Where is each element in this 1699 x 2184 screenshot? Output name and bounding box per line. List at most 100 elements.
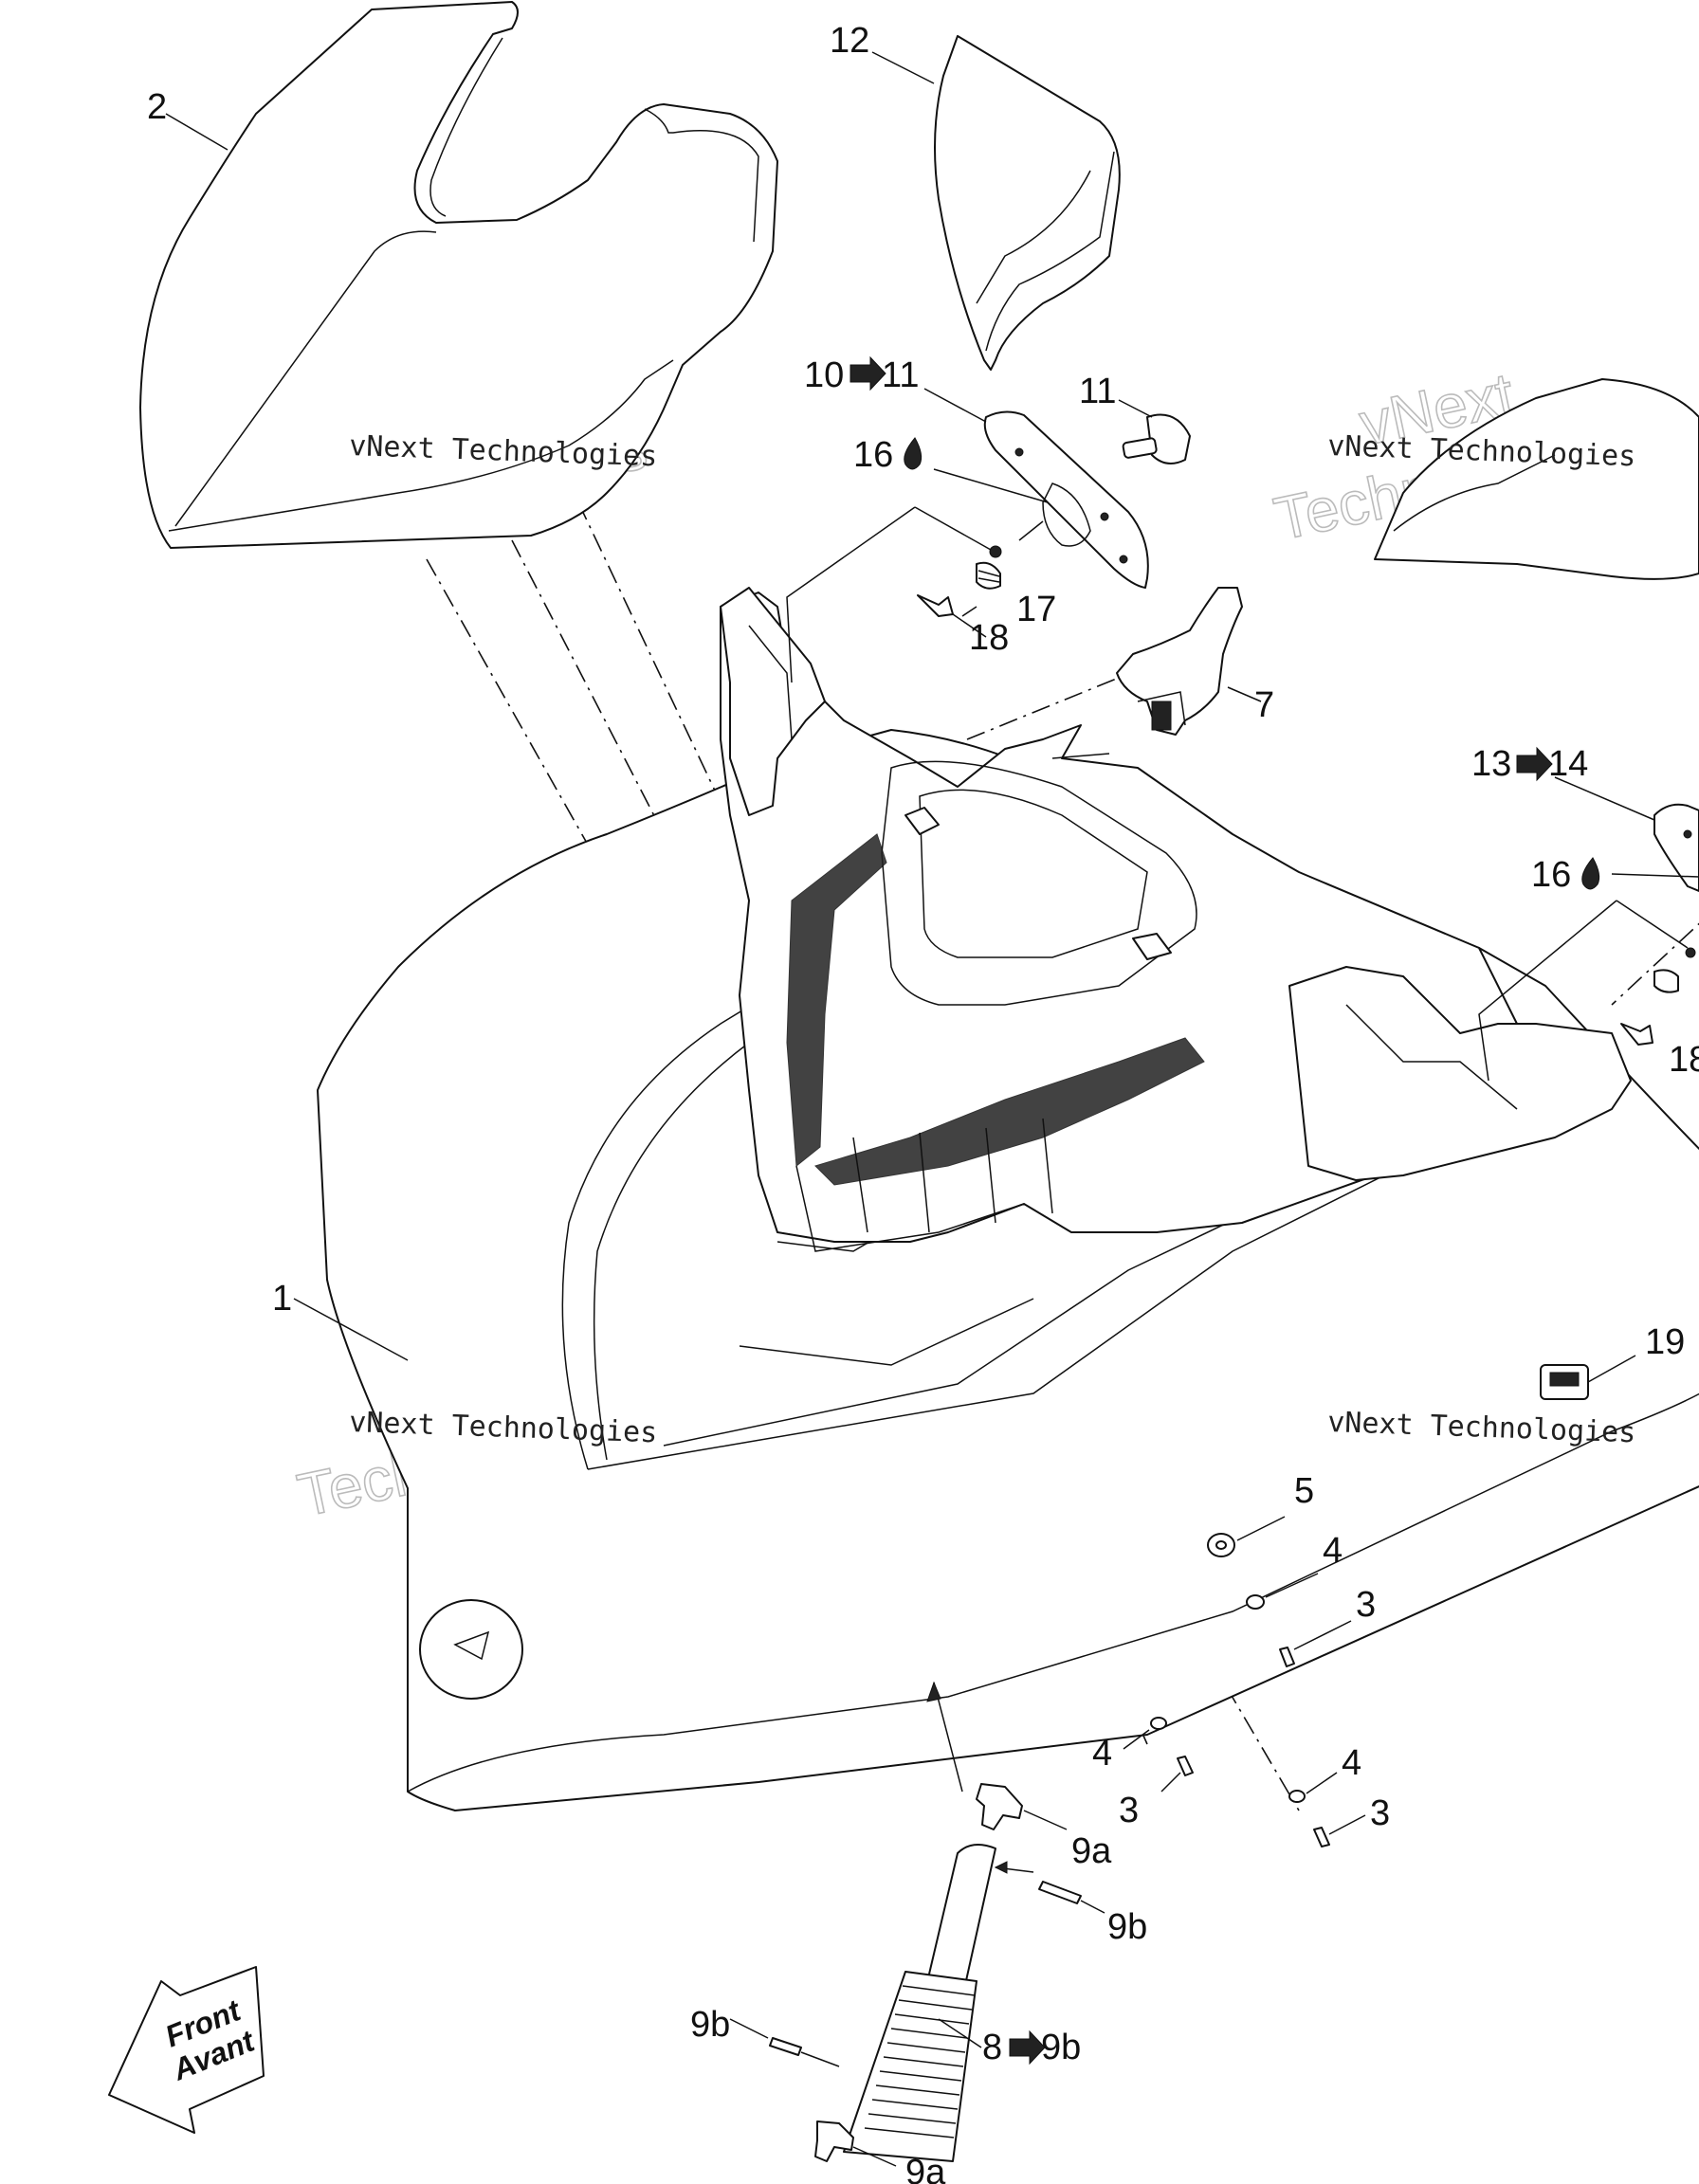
leader-line (729, 2018, 769, 2039)
fastener-stack-middle (1123, 1717, 1194, 1793)
part-2-upper-panel (139, 1, 778, 549)
panel-edge (168, 359, 674, 532)
grille-bottom (814, 1037, 1205, 1186)
leader-line (293, 1298, 409, 1361)
bracket-outline (983, 410, 1149, 589)
part-10-mirror-bracket (983, 410, 1149, 589)
arrow-icon (850, 355, 886, 391)
leader-line (1293, 1620, 1352, 1650)
callout-13-target: 14 (1548, 744, 1588, 784)
ball-joint-9a-top (976, 1783, 1023, 1830)
oil-drop-icon (1581, 857, 1600, 890)
bracket-hub (1042, 482, 1091, 547)
panel-edge (429, 37, 503, 217)
callout-9a-top: 9a (1071, 1831, 1112, 1871)
callout-5: 5 (1294, 1471, 1314, 1511)
spring-coils (864, 1985, 976, 2138)
leader-line (1328, 1814, 1366, 1835)
leader-line (1123, 1729, 1150, 1750)
screw-3 (1279, 1647, 1295, 1667)
leader-line (1236, 1516, 1286, 1541)
pin-9b-right (1038, 1881, 1082, 1904)
wing-nut-18-right (1620, 1023, 1653, 1046)
bracket-hole (1014, 447, 1024, 457)
leader-line (852, 2146, 897, 2167)
leader-line (914, 506, 992, 551)
callout-3c: 3 (1370, 1793, 1390, 1833)
leader-line (952, 613, 987, 638)
callout-9b-left: 9b (690, 2005, 730, 2045)
part-16-dot-right (1685, 947, 1696, 958)
bracket-hole (1100, 512, 1109, 521)
bracket-body (1116, 587, 1243, 736)
callout-18-right: 18 (1669, 1040, 1699, 1080)
callout-12: 12 (830, 21, 869, 61)
left-mirror-mount (720, 587, 826, 816)
part-17-18-left (917, 545, 1002, 617)
mount-leaders (786, 506, 1689, 1082)
callout-8: 8 (982, 2028, 1002, 2067)
arrow-icon (1516, 746, 1553, 782)
wing-nut-18 (917, 594, 954, 617)
panel-edge (174, 230, 437, 527)
screw-3 (1177, 1756, 1194, 1776)
part-7-bracket (1116, 587, 1243, 736)
callout-8-target: 9b (1041, 2028, 1081, 2067)
right-bracket-hole (1683, 829, 1692, 839)
gauge-hood (881, 760, 1197, 1006)
right-panel-partial (1374, 378, 1699, 580)
callout-3b: 3 (1119, 1791, 1139, 1830)
leader-line (1587, 1355, 1636, 1383)
arrow-icon (1009, 2029, 1046, 2066)
console-clip (904, 807, 940, 835)
washer-4 (1150, 1717, 1167, 1730)
callout-19: 19 (1645, 1322, 1685, 1362)
strut-spring (843, 1971, 977, 2162)
part-16-dot (989, 545, 1002, 558)
knob-head (1146, 413, 1191, 464)
leader-line (871, 51, 935, 84)
console-clip (1132, 933, 1172, 960)
part-13-right-bracket (1620, 803, 1699, 1046)
leader-line (1306, 1772, 1338, 1794)
panel-edge (644, 108, 759, 243)
mount-edge (748, 625, 793, 740)
leader-line (1051, 753, 1110, 759)
strut-arrow-line (933, 1682, 963, 1793)
clip-slot (1549, 1372, 1580, 1387)
leader-line (1023, 1810, 1068, 1830)
bracket-edge (1137, 691, 1186, 726)
callout-16-left: 16 (853, 435, 893, 475)
pin-9b-left (769, 2037, 802, 2056)
callout-11: 11 (1079, 372, 1116, 411)
callout-10: 10 (804, 355, 844, 395)
grommet-5-hole (1215, 1540, 1227, 1550)
leader-line (933, 468, 1049, 503)
hood-inner-curve (593, 1042, 750, 1461)
cover-edge (976, 170, 1091, 304)
strut-arrow-head (926, 1681, 941, 1702)
leader-line (923, 388, 987, 423)
callout-10-target: 11 (882, 355, 919, 395)
part-8-hood-strut (729, 1681, 1105, 2167)
callout-4b: 4 (1092, 1734, 1112, 1774)
cover-outline (934, 35, 1121, 371)
callout-4c: 4 (1342, 1743, 1361, 1783)
callout-1: 1 (272, 1279, 292, 1319)
console-assembly (720, 587, 1632, 1252)
callout-4a: 4 (1323, 1531, 1343, 1571)
fastener-stack-lower (1288, 1772, 1366, 1847)
bracket-clip (1151, 701, 1172, 731)
mount-edge (1345, 1004, 1518, 1110)
callout-13: 13 (1471, 744, 1511, 784)
right-panel-edge (1393, 454, 1556, 532)
callout-16-right: 16 (1531, 855, 1571, 895)
panel-outline (139, 1, 778, 549)
part-19-clip (1540, 1355, 1636, 1400)
right-panel-outline (1374, 378, 1699, 580)
front-direction-badge: Front Avant (108, 1966, 265, 2134)
spring-coil (977, 570, 1000, 583)
washer-4 (1288, 1790, 1306, 1803)
fuel-cap-key (453, 1630, 490, 1661)
